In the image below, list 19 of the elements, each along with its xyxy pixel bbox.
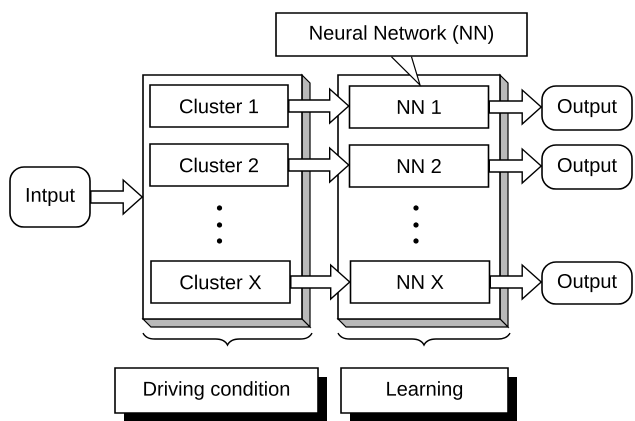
- process-box: NN X: [350, 260, 490, 304]
- label-box: Learning: [340, 367, 517, 421]
- block-arrow: [488, 147, 542, 185]
- terminal-box: Intput: [9, 166, 91, 228]
- terminal-box: Output: [541, 144, 633, 190]
- block-arrow: [488, 88, 542, 126]
- block-arrow: [290, 263, 351, 301]
- process-box: Cluster X: [150, 260, 291, 304]
- process-box: Cluster 2: [149, 143, 289, 187]
- block-arrow: [288, 146, 350, 184]
- callout-box: Neural Network (NN): [275, 12, 528, 88]
- block-arrow: [288, 87, 350, 125]
- terminal-box: Output: [541, 85, 633, 131]
- block-arrow: [490, 263, 542, 301]
- process-box: Cluster 1: [149, 84, 289, 128]
- label-box: Driving condition: [114, 367, 327, 421]
- terminal-box: Output: [541, 261, 633, 305]
- process-box: NN 2: [348, 144, 490, 188]
- block-arrow: [90, 178, 144, 216]
